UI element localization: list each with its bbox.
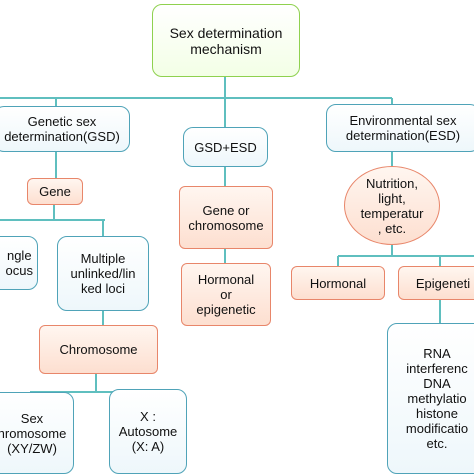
esd-node: Environmental sex determination(ESD) (326, 104, 474, 152)
x-autosome-node: X : Autosome (X: A) (109, 389, 187, 474)
single-locus-node: ngle ocus (0, 236, 38, 290)
gene-node: Gene (27, 178, 83, 205)
hormonal-node: Hormonal (291, 266, 385, 300)
gsd-node: Genetic sex determination(GSD) (0, 106, 130, 152)
rna-node: RNA interferenc DNA methylatio histone m… (387, 323, 474, 474)
gsd-esd-node: GSD+ESD (183, 127, 268, 167)
nutrition-oval: Nutrition, light, temperatur , etc. (344, 166, 440, 245)
hormonal-or-epigenetic-node: Hormonal or epigenetic (181, 263, 271, 326)
root-node: Sex determination mechanism (152, 4, 300, 77)
sex-chromosome-node: Sex hromosome (XY/ZW) (0, 392, 74, 474)
gene-or-chromosome-node: Gene or chromosome (179, 186, 273, 249)
epigenetic-node: Epigeneti (398, 266, 474, 300)
multiple-loci-node: Multiple unlinked/lin ked loci (57, 236, 149, 311)
chromosome-node: Chromosome (39, 325, 158, 374)
